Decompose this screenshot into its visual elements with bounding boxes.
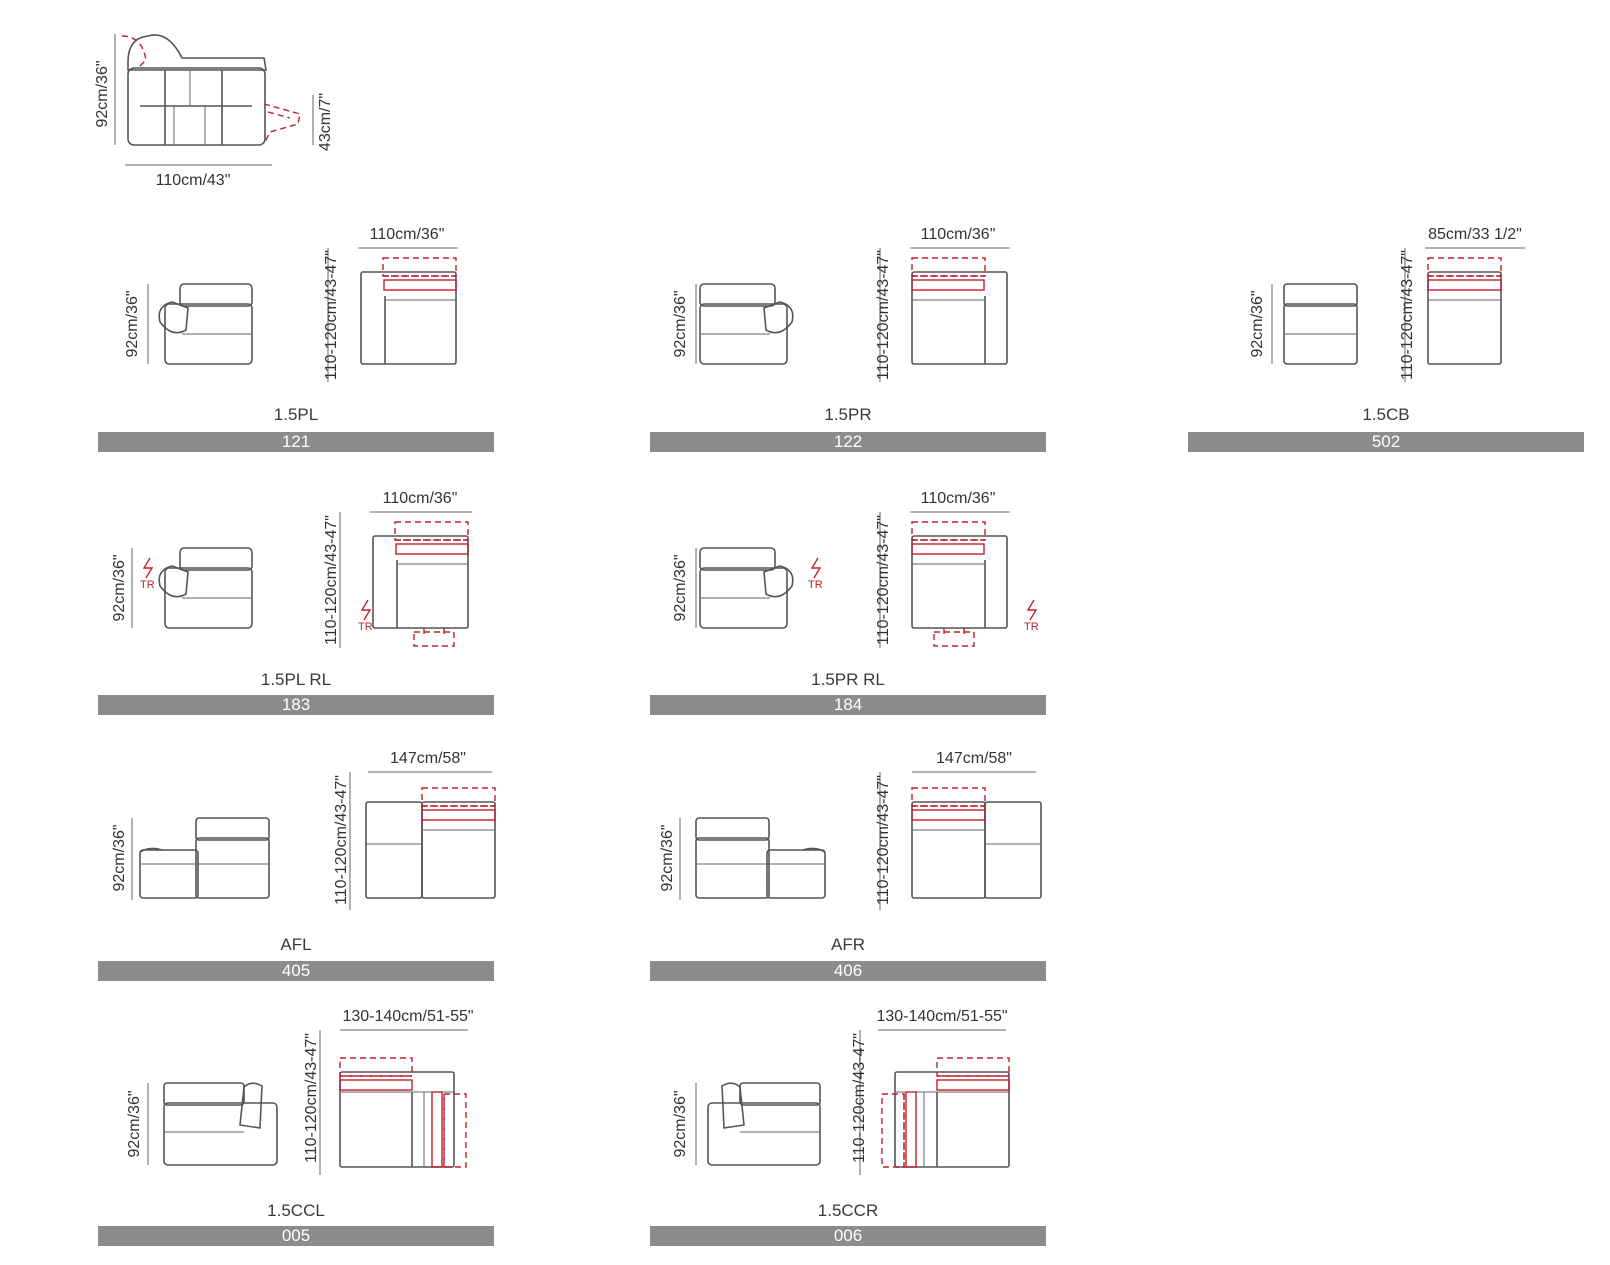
module-name-1-5pl-rl: 1.5PL RL bbox=[260, 670, 332, 689]
module-code-122: 122 bbox=[650, 432, 1046, 452]
tr-symbol: TR bbox=[358, 621, 373, 633]
tr-symbol: TR bbox=[140, 579, 155, 591]
module-1-5pl-drawing: 92cm/36" 110-120cm/43-47" 110cm/36" bbox=[124, 226, 458, 382]
dim-width: 110cm/36" bbox=[383, 490, 458, 507]
dim-width: 147cm/58" bbox=[936, 750, 1012, 767]
module-name-1-5pr-rl: 1.5PR RL bbox=[811, 670, 885, 689]
overview-recline-label: 43cm/7" bbox=[317, 93, 334, 151]
overview-height-label: 92cm/36" bbox=[94, 60, 111, 127]
module-1-5ccl-drawing: 92cm/36" 110-120cm/43-47" 130-140cm/51-5… bbox=[126, 1008, 474, 1175]
dim-height: 92cm/36" bbox=[672, 1090, 689, 1157]
module-code-006: 006 bbox=[650, 1226, 1046, 1246]
module-name-1-5ccr: 1.5CCR bbox=[817, 1201, 879, 1220]
module-1-5cb-drawing: 92cm/36" 110-120cm/43-47" 85cm/33 1/2" bbox=[1249, 226, 1525, 382]
module-code-405: 405 bbox=[98, 961, 494, 981]
dim-depth: 110-120cm/43-47" bbox=[303, 1033, 320, 1163]
dim-height: 92cm/36" bbox=[111, 824, 128, 891]
dim-width: 110cm/36" bbox=[370, 226, 445, 243]
dim-height: 92cm/36" bbox=[672, 554, 689, 621]
dim-height: 92cm/36" bbox=[124, 290, 141, 357]
module-1-5pr-drawing: 92cm/36" 110-120cm/43-47" 110cm/36" bbox=[672, 226, 1010, 382]
module-1-5pr-rl-drawing: 92cm/36" TR 110-120cm/43-47" 110cm/36" T… bbox=[672, 490, 1039, 648]
dim-depth: 110-120cm/43-47" bbox=[323, 250, 340, 380]
dim-height: 92cm/36" bbox=[1249, 290, 1266, 357]
module-code-121: 121 bbox=[98, 432, 494, 452]
dim-depth: 110-120cm/43-47" bbox=[875, 775, 892, 905]
overview-width-label: 110cm/43" bbox=[156, 172, 231, 189]
dim-width: 110cm/36" bbox=[921, 226, 996, 243]
dim-width: 110cm/36" bbox=[921, 490, 996, 507]
module-name-1-5pl: 1.5PL bbox=[273, 405, 319, 424]
dim-depth: 110-120cm/43-47" bbox=[1399, 250, 1416, 380]
module-name-afl: AFL bbox=[280, 935, 312, 954]
tr-symbol: TR bbox=[1024, 621, 1039, 633]
module-code-406: 406 bbox=[650, 961, 1046, 981]
dim-depth: 110-120cm/43-47" bbox=[851, 1033, 868, 1163]
module-name-1-5ccl: 1.5CCL bbox=[267, 1201, 325, 1220]
module-code-502: 502 bbox=[1188, 432, 1584, 452]
module-code-184: 184 bbox=[650, 695, 1046, 715]
tr-symbol: TR bbox=[808, 579, 823, 591]
module-1-5pl-rl-drawing: 92cm/36" TR 110-120cm/43-47" TR 110cm/36… bbox=[111, 490, 472, 648]
dim-width: 130-140cm/51-55" bbox=[876, 1008, 1007, 1025]
module-1-5ccr-drawing: 92cm/36" 110-120cm/43-47" 130-140cm/51-5… bbox=[672, 1008, 1010, 1175]
module-name-1-5pr: 1.5PR bbox=[824, 405, 872, 424]
dim-width: 130-140cm/51-55" bbox=[342, 1008, 473, 1025]
dim-height: 92cm/36" bbox=[126, 1090, 143, 1157]
module-name-afr: AFR bbox=[831, 935, 865, 954]
module-name-1-5cb: 1.5CB bbox=[1362, 405, 1410, 424]
dim-depth: 110-120cm/43-47" bbox=[875, 250, 892, 380]
dim-height: 92cm/36" bbox=[672, 290, 689, 357]
overview-drawing: 92cm/36" 43cm/7" 110cm/43" bbox=[94, 34, 334, 189]
dim-depth: 110-120cm/43-47" bbox=[333, 775, 350, 905]
dim-width: 147cm/58" bbox=[390, 750, 466, 767]
dim-height: 92cm/36" bbox=[659, 824, 676, 891]
module-afl-drawing: 92cm/36" 110-120cm/43-47" 147cm/58" bbox=[111, 750, 496, 910]
module-code-005: 005 bbox=[98, 1226, 494, 1246]
dim-width: 85cm/33 1/2" bbox=[1428, 226, 1522, 243]
dim-depth: 110-120cm/43-47" bbox=[323, 515, 340, 645]
dim-height: 92cm/36" bbox=[111, 554, 128, 621]
dim-depth: 110-120cm/43-47" bbox=[875, 515, 892, 645]
module-afr-drawing: 92cm/36" 110-120cm/43-47" 147cm/58" bbox=[659, 750, 1042, 910]
module-code-183: 183 bbox=[98, 695, 494, 715]
